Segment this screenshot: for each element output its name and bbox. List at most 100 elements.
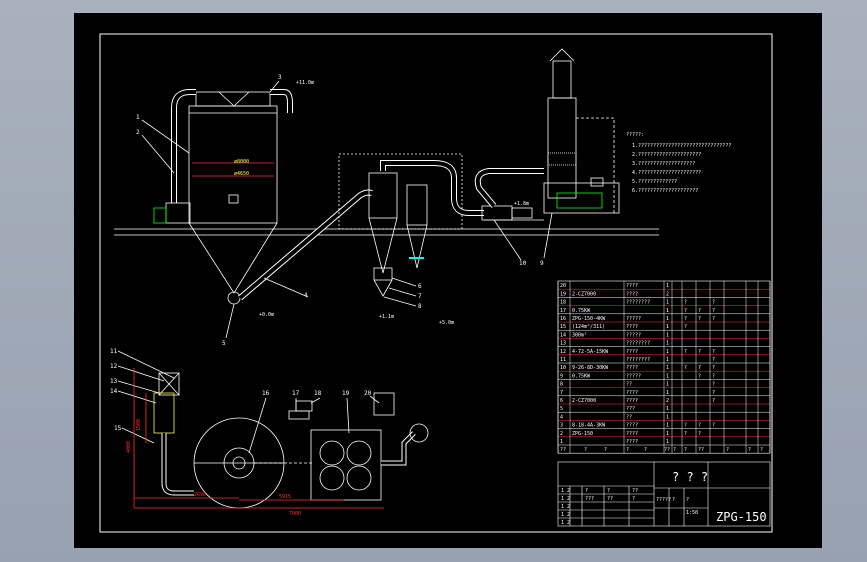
parts-row-no: 16: [560, 316, 566, 322]
parts-row-qty: 1: [666, 341, 669, 347]
parts-row-name: ????: [626, 283, 638, 289]
parts-row-no: 8: [560, 382, 563, 388]
parts-row-no: 10: [560, 365, 566, 371]
parts-row-no: 5: [560, 406, 563, 412]
callout-5: 5: [222, 340, 226, 347]
dim-d2: ø4650: [234, 171, 249, 177]
plan-fan: [158, 372, 180, 396]
tb-cell-4: ??: [607, 496, 613, 502]
plan-view: [117, 350, 429, 509]
parts-header-cell: ?: [673, 447, 676, 453]
parts-row-name: ????: [626, 390, 638, 396]
tb-cell-5: ?: [632, 496, 635, 502]
parts-row-qty: 1: [666, 316, 669, 322]
parts-row-no: 19: [560, 291, 566, 297]
parts-row-c1: ?: [684, 316, 687, 322]
parts-row-name: ????????: [626, 341, 650, 347]
drying-chamber: [188, 105, 278, 224]
plan-dimensions: [133, 368, 384, 509]
parts-row-no: 7: [560, 390, 563, 396]
parts-row-no: 6: [560, 398, 563, 404]
tb-mid-3: 1:50: [686, 510, 698, 516]
cyclone-frame: [338, 153, 463, 230]
parts-row-c1: ?: [684, 308, 687, 314]
parts-header-cell: ?: [726, 447, 729, 453]
parts-row-qty: 2: [666, 398, 669, 404]
plan-part-17: [288, 410, 310, 420]
parts-row-c3: ?: [712, 382, 715, 388]
parts-row-c3: ?: [712, 390, 715, 396]
parts-row-spec: (124m²/311): [572, 324, 605, 330]
parts-row-qty: 1: [666, 300, 669, 306]
parts-row-name: ??: [626, 382, 632, 388]
callout-10: 10: [519, 260, 527, 267]
parts-header-cell: ?: [644, 447, 647, 453]
parts-row-spec: 4-72-5A-15KW: [572, 349, 609, 355]
dim-d1: ø8000: [234, 159, 249, 165]
parts-row-no: 9: [560, 373, 563, 379]
parts-row-c3: ?: [712, 373, 715, 379]
parts-row-spec: ZPG-150-4KW: [572, 316, 606, 322]
parts-row-no: 12: [560, 349, 566, 355]
parts-row-no: 2: [560, 431, 563, 437]
callout-7: 7: [418, 293, 422, 300]
dim-plan-h1: 2690: [194, 492, 206, 498]
parts-row-c2: ?: [698, 365, 701, 371]
parts-row-c3: ?: [712, 300, 715, 306]
parts-header-cell: ?: [626, 447, 629, 453]
parts-row-qty: 1: [666, 373, 669, 379]
parts-row-qty: 1: [666, 423, 669, 429]
dim-plan-h3: 7000: [289, 511, 301, 517]
callout-14: 14: [110, 388, 118, 395]
parts-header-cell: ??: [560, 447, 566, 453]
callout-6: 6: [418, 283, 422, 290]
elev-e: +1.8m: [514, 201, 529, 207]
plan-cyclones: [310, 429, 382, 501]
parts-row-spec: 0.75KW: [572, 308, 591, 314]
callout-12: 12: [110, 363, 118, 370]
elev-c: +1.1m: [379, 314, 394, 320]
parts-row-name: ????: [626, 423, 638, 429]
tb-mid-1: ?: [672, 497, 675, 503]
parts-row-no: 20: [560, 283, 566, 289]
parts-header-cell: ?: [760, 447, 763, 453]
parts-row-c2: ?: [698, 308, 701, 314]
parts-row-c3: ?: [712, 423, 715, 429]
note-line: 2.?????????????????????: [632, 152, 701, 158]
parts-row-name: ?????: [626, 332, 641, 338]
tb-left-0: 1 2: [561, 488, 570, 494]
parts-row-qty: 1: [666, 332, 669, 338]
parts-row-c2: ?: [698, 349, 701, 355]
tb-cell-1: ?: [607, 488, 610, 494]
parts-row-qty: 1: [666, 308, 669, 314]
parts-row-c1: ?: [684, 365, 687, 371]
parts-row-qty: 1: [666, 283, 669, 289]
elevation-view: [114, 48, 659, 339]
tb-mid-2: ?: [686, 497, 689, 503]
callout-4: 4: [304, 292, 308, 299]
parts-row-qty: 1: [666, 406, 669, 412]
parts-row-spec: 9-26-8D-30KW: [572, 365, 609, 371]
tb-cell-2: ??: [632, 488, 638, 494]
callout-15: 15: [114, 425, 122, 432]
water-tank: [543, 182, 620, 214]
parts-row-c1: ?: [684, 423, 687, 429]
chamber-outlet: [227, 291, 241, 305]
inner-border: [99, 33, 773, 533]
parts-row-c1: ?: [684, 431, 687, 437]
technical-notes: ?????: 1.???????????????????????????????…: [626, 132, 731, 194]
chamber-cone: [188, 222, 278, 294]
drawing-sheet: 1 2 3 4 5 6 7 8 9 10 ø8000 ø4650 +11.0m …: [74, 13, 822, 548]
parts-row-no: 1: [560, 439, 563, 445]
dim-plan-v1: 1500: [136, 419, 142, 431]
parts-row-spec: 2-CZ7000: [572, 398, 596, 404]
elev-a: +11.0m: [296, 80, 314, 86]
pump-highlight: [556, 192, 603, 209]
parts-row-name: ????: [626, 439, 638, 445]
tb-mid-0: ?????: [656, 497, 671, 503]
note-line: 3.???????????????????: [632, 161, 695, 167]
parts-row-c3: ?: [712, 316, 715, 322]
stack: [552, 60, 572, 99]
parts-row-qty: 1: [666, 390, 669, 396]
parts-row-name: ???: [626, 406, 635, 412]
